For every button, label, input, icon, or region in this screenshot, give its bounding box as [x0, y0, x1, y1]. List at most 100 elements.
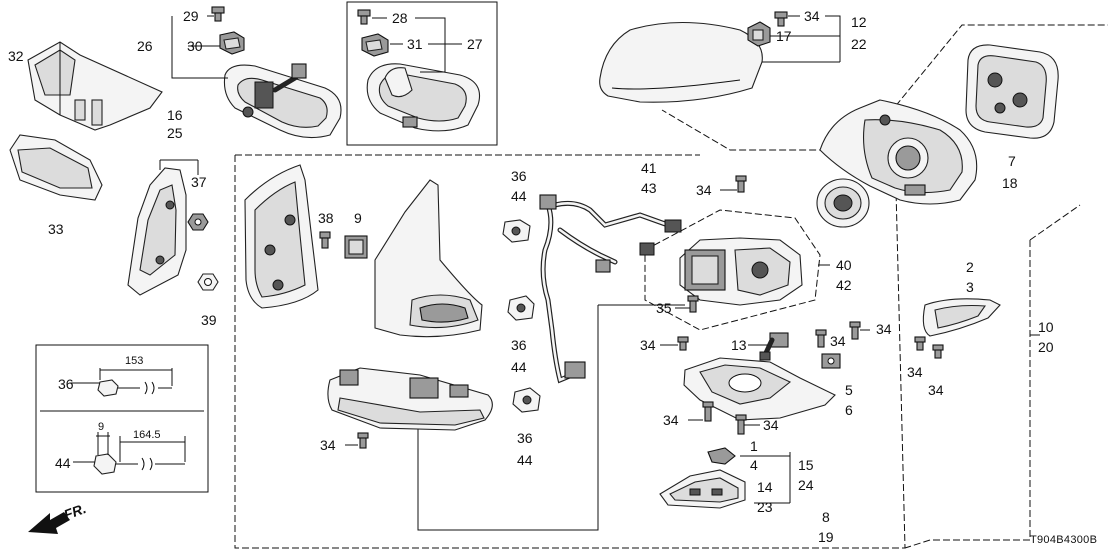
callout-44-a: 44 — [511, 188, 527, 204]
callout-44-b: 44 — [511, 359, 527, 375]
callout-16: 16 — [167, 107, 183, 123]
callout-28: 28 — [392, 10, 408, 26]
callout-13: 13 — [731, 337, 747, 353]
part-36-clip-b — [507, 295, 535, 321]
callout-labels: 29 30 26 32 16 25 37 33 39 28 31 27 34 1… — [8, 8, 1097, 546]
part-actuator — [679, 237, 803, 306]
part-5-bracket — [821, 353, 841, 369]
callout-8: 8 — [822, 509, 830, 525]
leader-lines — [70, 15, 1040, 504]
callout-36-a: 36 — [511, 168, 527, 184]
part-wire-harness — [539, 194, 682, 384]
callout-3: 3 — [966, 279, 974, 295]
callout-34-lower-b: 34 — [763, 417, 779, 433]
callout-36-detail: 36 — [58, 376, 74, 392]
part-14-cover — [659, 469, 746, 509]
callout-29: 29 — [183, 8, 199, 24]
part-7-mirror-glass — [965, 44, 1059, 139]
part-36-clip-a — [502, 219, 531, 243]
callout-18: 18 — [1002, 175, 1018, 191]
part-29-screw — [211, 6, 225, 22]
part-30-clip — [219, 31, 245, 55]
part-39-nut — [197, 273, 219, 291]
callout-43: 43 — [641, 180, 657, 196]
dimension-164-5: 164.5 — [133, 429, 161, 441]
callout-25: 25 — [167, 125, 183, 141]
callout-20: 20 — [1038, 339, 1054, 355]
callout-6: 6 — [845, 402, 853, 418]
part-38-screw — [319, 231, 331, 249]
callout-1: 1 — [750, 438, 758, 454]
callout-34-right-b: 34 — [928, 382, 944, 398]
callout-34-bottom-left: 34 — [320, 437, 336, 453]
dimension-9: 9 — [98, 421, 104, 433]
part-1-bulb — [707, 447, 736, 465]
screws-34 — [357, 175, 944, 449]
part-16-garnish — [127, 167, 187, 296]
part-9-clip — [344, 235, 368, 259]
callout-31: 31 — [407, 36, 423, 52]
part-34-screw-top — [774, 11, 788, 27]
callout-37: 37 — [191, 174, 207, 190]
detail-clip-36 — [97, 368, 173, 397]
callout-34-top: 34 — [804, 8, 820, 24]
callout-34-mid-left: 34 — [640, 337, 656, 353]
callout-36-b: 36 — [511, 337, 527, 353]
callout-40: 40 — [836, 257, 852, 273]
callout-41: 41 — [641, 160, 657, 176]
callout-36-c: 36 — [517, 430, 533, 446]
callout-4: 4 — [750, 457, 758, 473]
callout-30: 30 — [187, 38, 203, 54]
part-turn-signal-cover — [327, 367, 493, 431]
dimension-153: 153 — [125, 355, 143, 367]
part-mirror-base-left — [244, 164, 319, 309]
callout-38: 38 — [318, 210, 334, 226]
detail-clip-44 — [93, 432, 186, 475]
part-base-cover — [374, 179, 483, 338]
callout-34-lower-a: 34 — [663, 412, 679, 428]
callout-39: 39 — [201, 312, 217, 328]
part-2-side-turn-light — [922, 298, 1001, 337]
callout-27: 27 — [467, 36, 483, 52]
part-13-connector — [759, 332, 789, 361]
part-12-skull-cap — [599, 22, 763, 103]
callout-44-detail: 44 — [55, 455, 71, 471]
callout-14: 14 — [757, 479, 773, 495]
callout-33: 33 — [48, 221, 64, 237]
callout-34-mid-right: 34 — [876, 321, 892, 337]
callout-5: 5 — [845, 382, 853, 398]
front-direction-arrow-icon — [28, 512, 70, 534]
assembly-outlines — [35, 1, 1108, 549]
callout-26: 26 — [137, 38, 153, 54]
part-36-clip-c — [512, 387, 541, 413]
callout-12: 12 — [851, 14, 867, 30]
direction-label: FR. — [62, 500, 89, 523]
part-27-inner-mirror — [366, 63, 481, 132]
callout-44-c: 44 — [517, 452, 533, 468]
callout-23: 23 — [757, 499, 773, 515]
diagram-code: T904B4300B — [1030, 534, 1097, 546]
callout-32: 32 — [8, 48, 24, 64]
part-26-inner-mirror — [223, 63, 342, 139]
callout-19: 19 — [818, 529, 834, 545]
part-mirror-motor — [816, 178, 870, 228]
part-base-gasket — [683, 357, 836, 421]
part-housing-frame — [819, 99, 978, 205]
callout-2: 2 — [966, 259, 974, 275]
callout-10: 10 — [1038, 319, 1054, 335]
callout-15: 15 — [798, 457, 814, 473]
part-37-nut — [187, 213, 209, 231]
callout-42: 42 — [836, 277, 852, 293]
part-17-clip — [747, 21, 771, 47]
callout-34-right-a: 34 — [907, 364, 923, 380]
callout-24: 24 — [798, 477, 814, 493]
callout-35: 35 — [656, 300, 672, 316]
callout-9: 9 — [354, 210, 362, 226]
part-31-clip — [361, 33, 389, 57]
part-32-upper-cover — [27, 41, 163, 131]
part-28-screw — [357, 9, 371, 25]
callout-17: 17 — [776, 28, 792, 44]
callout-34-mid: 34 — [830, 333, 846, 349]
